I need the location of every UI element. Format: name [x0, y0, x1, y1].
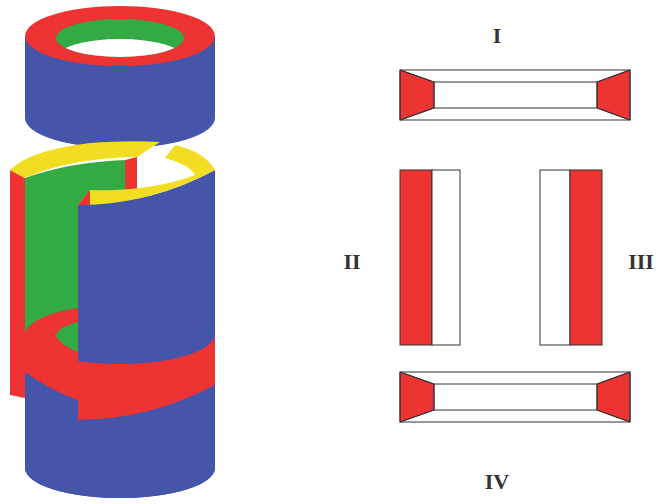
- top-ring: [25, 6, 215, 148]
- bottom-ring: [25, 308, 215, 498]
- view-iv-outline: [400, 372, 630, 422]
- view-label: IV: [485, 471, 509, 493]
- middle-pieces: [10, 141, 215, 420]
- view-ii-outline: [400, 170, 460, 345]
- view-i-outline: [400, 70, 630, 120]
- view-label: I: [493, 25, 502, 47]
- view-iii-outline: [540, 170, 602, 345]
- view-label: III: [628, 251, 654, 273]
- view-label: II: [343, 251, 360, 273]
